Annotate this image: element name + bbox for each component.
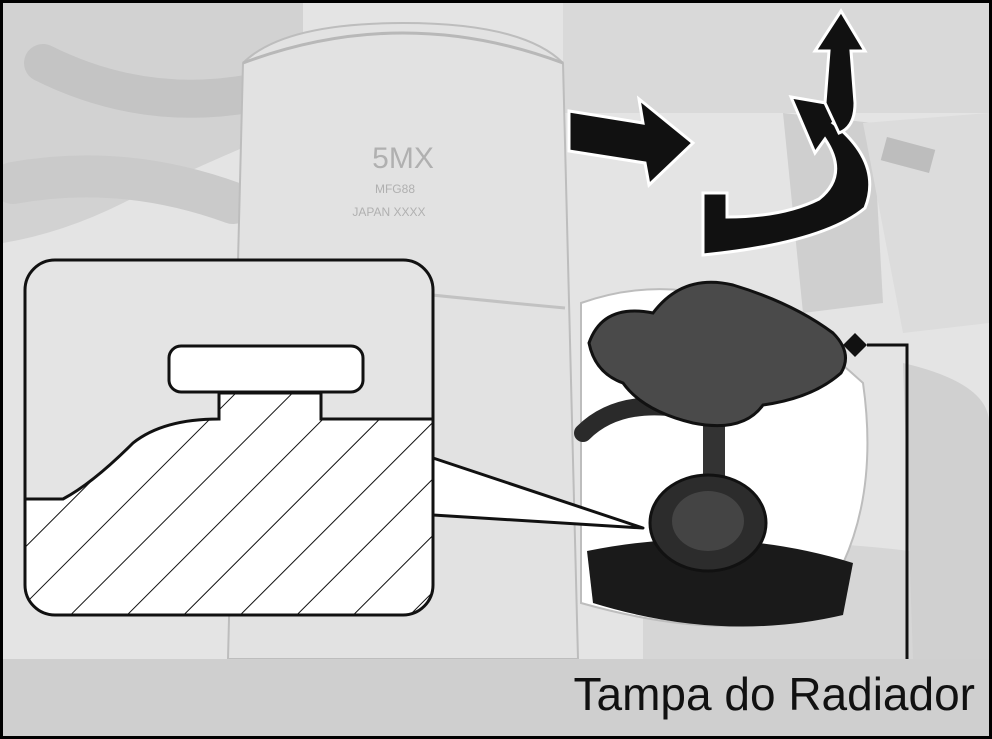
engraving-line-3: JAPAN XXXX: [352, 205, 425, 219]
filler-neck-rim: [242, 31, 564, 65]
engine-bay-illustration: 5MX MFG88 JAPAN XXXX: [3, 3, 989, 659]
hose-lower: [3, 155, 254, 224]
radiator-cavity: [587, 539, 853, 627]
inset-border: [23, 258, 435, 617]
inset-detail: [23, 258, 435, 617]
arrow-up-icon: [812, 8, 868, 135]
arrow-right-icon: [567, 95, 696, 189]
inset-cap-tab: [167, 344, 365, 394]
right-component: [863, 113, 989, 333]
callout-leader-line: [867, 343, 909, 659]
radiator-cap: [587, 280, 847, 428]
diamond-pointer-icon: [843, 333, 867, 357]
engraving-line-1: 5MX: [372, 142, 434, 175]
right-lower-part: [903, 363, 989, 659]
radiator-cap-label: Tampa do Radiador: [573, 668, 975, 720]
cap-seal-inner: [672, 491, 744, 551]
engraving-line-2: MFG88: [375, 182, 415, 196]
hose-upper: [24, 44, 272, 118]
upper-engine-block: [563, 3, 989, 113]
caption-bar: Tampa do Radiador: [3, 659, 989, 736]
connector-part: [880, 136, 936, 174]
